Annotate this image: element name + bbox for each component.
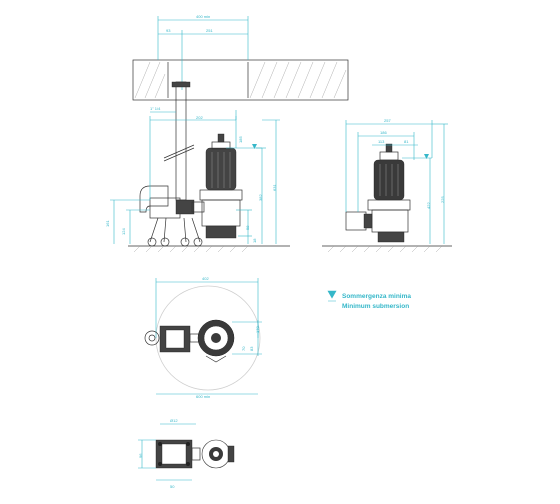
front-ground xyxy=(128,245,290,253)
dim-186: 186 xyxy=(380,130,387,135)
front-top-dimensions: 400 min 93 251 xyxy=(157,14,249,90)
side-view-pump xyxy=(345,143,432,243)
side-ground xyxy=(322,245,452,253)
dim-113: 113 xyxy=(378,139,385,144)
dim-257: 257 xyxy=(384,118,391,123)
dim-161: 161 xyxy=(105,220,110,227)
dim-170: 170 xyxy=(255,326,260,333)
dim-96: 96 xyxy=(138,453,143,458)
dim-251: 251 xyxy=(206,28,213,33)
dim-hole-12: Ø12 xyxy=(170,418,178,423)
dim-50: 50 xyxy=(170,484,175,489)
dim-185: 185 xyxy=(238,136,243,143)
base-stand xyxy=(147,217,203,247)
water-level-icon xyxy=(252,144,257,149)
legend: Sommergenza minima Minimum submersion xyxy=(327,290,411,310)
dim-thread-1-1-4: 1" 1/4 xyxy=(150,106,161,111)
dim-402: 402 xyxy=(202,276,209,281)
dim-631: 631 xyxy=(272,184,277,191)
dim-202: 202 xyxy=(196,115,203,120)
ceiling-slab xyxy=(132,59,349,101)
discharge-pipe: 1" 1/4 xyxy=(150,81,195,201)
dim-93: 93 xyxy=(166,28,171,33)
plan-view: 402 600 min 170 70 83 xyxy=(144,276,262,399)
side-view-dimensions: 257 186 113 81 422 225 xyxy=(345,118,448,244)
legend-line-1: Sommergenza minima xyxy=(342,293,411,300)
dim-81: 81 xyxy=(404,139,409,144)
dim-382: 382 xyxy=(258,194,263,201)
dim-600-min: 600 min xyxy=(196,394,210,399)
dim-58: 58 xyxy=(245,225,250,230)
dim-124: 124 xyxy=(121,228,126,235)
pump-body-front xyxy=(199,133,262,239)
elbow-coupling xyxy=(139,185,205,219)
base-view: Ø12 96 50 xyxy=(138,418,235,489)
front-side-dimensions: 202 161 124 58 18 382 631 185 xyxy=(105,110,280,244)
dim-400-min: 400 min xyxy=(196,14,210,19)
legend-line-2: Minimum submersion xyxy=(342,303,409,310)
dim-422: 422 xyxy=(426,202,431,209)
dim-70: 70 xyxy=(241,346,246,351)
dim-18: 18 xyxy=(252,238,257,243)
legend-water-level-icon xyxy=(327,290,337,302)
side-water-level-icon xyxy=(424,154,429,159)
dim-83: 83 xyxy=(249,346,254,351)
dim-225: 225 xyxy=(440,196,445,203)
